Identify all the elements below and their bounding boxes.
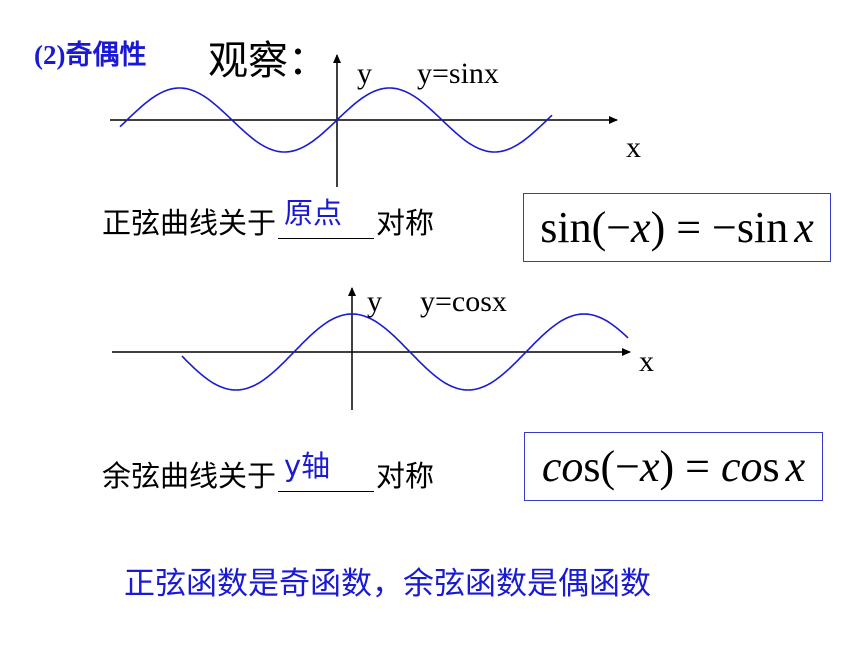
sin-formula-lhs-fn: sin(	[540, 203, 607, 252]
cos-statement-prefix: 余弦曲线关于	[102, 459, 277, 493]
sin-x-axis-label: x	[626, 131, 641, 164]
sin-statement-suffix: 对称	[376, 206, 435, 240]
sin-formula-lhs-close: )	[650, 203, 666, 252]
cos-formula-lhs-fn-rest: s(	[583, 442, 616, 491]
cos-formula-rhs-fn-italic: co	[720, 442, 763, 491]
heading-number-label: (2)奇偶性	[34, 40, 147, 70]
sin-statement-prefix: 正弦曲线关于	[102, 206, 277, 240]
sin-answer: 原点	[284, 196, 343, 230]
sin-answer-blank: 原点	[278, 196, 375, 239]
cos-curve	[181, 313, 629, 391]
sin-func-label: y=sinx	[417, 57, 499, 90]
sin-formula-rhs-var: x	[794, 203, 814, 252]
sin-formula-lhs-var: x	[631, 203, 651, 252]
cos-func-label: y=cosx	[420, 285, 507, 318]
cos-x-axis-label: x	[639, 345, 654, 378]
conclusion-text: 正弦函数是奇函数，余弦函数是偶函数	[124, 566, 651, 602]
cos-formula-lhs-close: )	[659, 442, 675, 491]
heading-subtitle: 观察：	[208, 38, 328, 84]
cos-answer-blank: y轴	[278, 449, 375, 492]
sin-curve	[119, 87, 553, 153]
cos-statement-suffix: 对称	[376, 459, 435, 493]
sin-formula-rhs-fn: sin	[736, 203, 789, 252]
cos-formula-lhs-var: x	[639, 442, 660, 491]
cos-answer: y轴	[284, 449, 331, 483]
sin-formula-lhs-minus: −	[606, 203, 632, 252]
sin-y-axis-label: y	[357, 57, 372, 90]
cos-formula-lhs-fn-italic: co	[541, 442, 584, 491]
cos-y-axis-label: y	[367, 285, 382, 318]
sin-symmetry-statement: 正弦曲线关于原点对称	[102, 196, 435, 242]
cos-formula-rhs-fn-rest: s	[762, 442, 780, 491]
sin-formula-eq: = −	[665, 203, 737, 252]
cos-formula-rhs-var: x	[785, 442, 806, 491]
cos-formula-lhs-minus: −	[615, 442, 640, 491]
cos-formula-eq: =	[674, 442, 721, 491]
